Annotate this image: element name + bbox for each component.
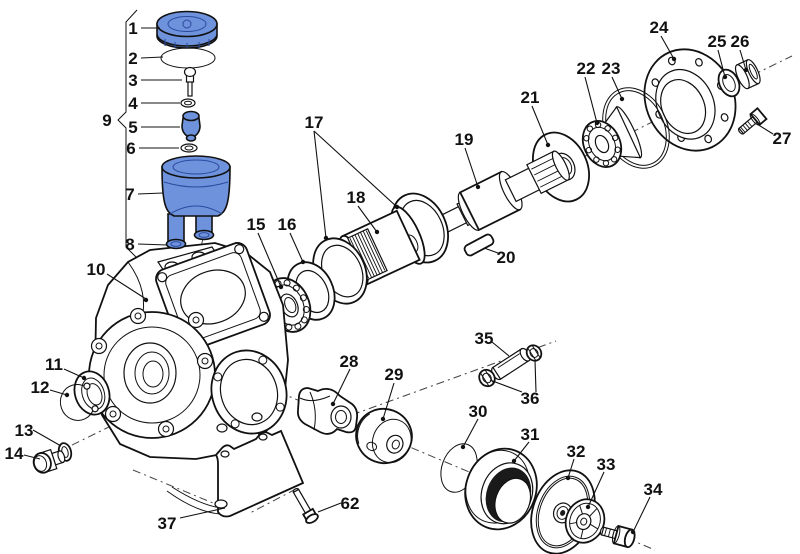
callout-3: 3 xyxy=(128,71,137,90)
callout-27: 27 xyxy=(773,129,792,148)
part-bolt-62 xyxy=(292,487,319,524)
callout-16: 16 xyxy=(278,215,297,234)
callout-62: 62 xyxy=(341,494,360,513)
part-guard-plate-37 xyxy=(166,429,305,518)
callout-19: 19 xyxy=(455,130,474,149)
part-spoked-disc-33 xyxy=(564,498,606,544)
callout-9: 9 xyxy=(102,111,111,130)
part-end-cap xyxy=(734,59,761,90)
part-bolt-27 xyxy=(737,107,768,135)
part-bearing-22 xyxy=(581,120,623,168)
part-piston-29 xyxy=(355,407,413,465)
callout-31: 31 xyxy=(521,425,540,444)
callout-22: 22 xyxy=(577,59,596,78)
leader-dots xyxy=(64,56,749,535)
callout-29: 29 xyxy=(385,365,404,384)
callout-33: 33 xyxy=(597,455,616,474)
part-cap-1 xyxy=(156,10,218,49)
part-leg-collars-8 xyxy=(165,229,215,250)
callout-36: 36 xyxy=(521,389,540,408)
callout-4: 4 xyxy=(128,94,138,113)
callout-20: 20 xyxy=(497,248,516,267)
part-bearing-cover-flange xyxy=(643,48,737,152)
part-sleeve-31 xyxy=(464,447,538,531)
callout-26: 26 xyxy=(731,32,750,51)
callout-8: 8 xyxy=(125,235,134,254)
part-nut-36-right xyxy=(525,344,543,362)
part-shaft-19 xyxy=(429,150,570,237)
callout-34: 34 xyxy=(644,480,663,499)
group-bracket-9 xyxy=(117,9,138,259)
part-valve-5 xyxy=(181,110,201,142)
part-air-chamber-tank xyxy=(161,155,231,243)
callout-2: 2 xyxy=(128,49,137,68)
part-pin-35 xyxy=(491,347,531,381)
part-washer-4 xyxy=(180,98,196,108)
part-plug-14 xyxy=(32,448,66,474)
part-washer-6 xyxy=(180,143,198,153)
callout-12: 12 xyxy=(31,378,50,397)
callout-24: 24 xyxy=(650,18,669,37)
callout-32: 32 xyxy=(567,442,586,461)
leader-lines xyxy=(23,27,774,533)
callout-14: 14 xyxy=(5,444,24,463)
callout-11: 11 xyxy=(45,355,63,374)
callout-labels: 1 2 3 4 5 6 7 8 9 10 11 12 13 14 15 16 1… xyxy=(5,18,792,533)
part-circlip-12 xyxy=(59,382,99,421)
callout-23: 23 xyxy=(602,59,621,78)
part-key-20 xyxy=(463,233,495,257)
part-valve-screw-3 xyxy=(183,66,197,97)
callout-25: 25 xyxy=(708,32,727,51)
callout-13: 13 xyxy=(15,421,34,440)
callout-15: 15 xyxy=(247,215,266,234)
callout-30: 30 xyxy=(469,402,488,421)
callout-17: 17 xyxy=(305,113,324,132)
part-bracket-28 xyxy=(296,387,359,435)
callout-18: 18 xyxy=(347,188,366,207)
callout-28: 28 xyxy=(340,352,359,371)
callout-1: 1 xyxy=(128,19,137,38)
callout-35: 35 xyxy=(475,329,494,348)
part-pump-body xyxy=(88,242,289,460)
callout-37: 37 xyxy=(158,514,177,533)
callout-21: 21 xyxy=(521,88,540,107)
callout-5: 5 xyxy=(128,118,137,137)
callout-7: 7 xyxy=(125,185,134,204)
callout-10: 10 xyxy=(87,260,106,279)
callout-6: 6 xyxy=(126,139,135,158)
